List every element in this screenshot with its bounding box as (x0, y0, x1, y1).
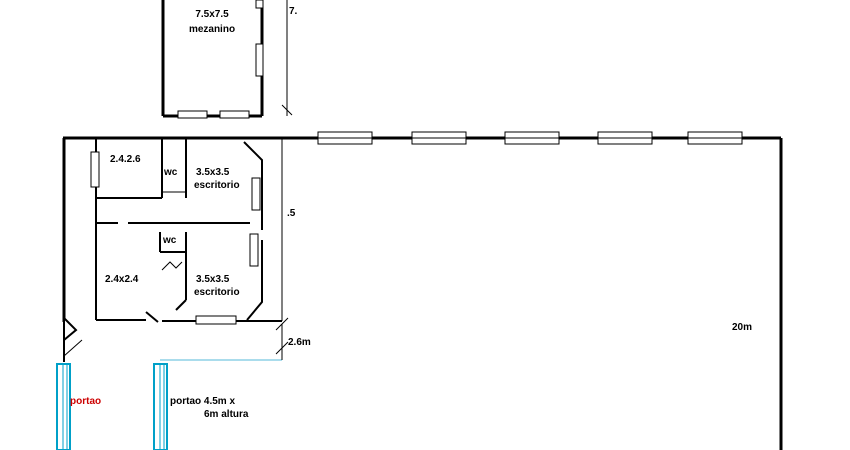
left-gate-label: portao (70, 396, 101, 407)
mezzanine: 7.5x7.5 mezanino 7. (161, 0, 298, 119)
office-bottom-size-label: 3.5x3.5 (196, 274, 230, 285)
dimension-2-6m: 2.6m (160, 317, 311, 361)
office-window-mid (249, 233, 259, 267)
mezzanine-window-bottom-left (177, 110, 208, 119)
gap-dimension-label: 2.6m (288, 337, 311, 348)
right-span-label: 20m (732, 322, 752, 333)
office-bottom-name-label: escritorio (194, 287, 240, 298)
mezzanine-window-right (255, 43, 264, 77)
main-gate-label-line1: portao 4.5m x (170, 396, 235, 407)
warehouse-walls (62, 131, 783, 450)
mezzanine-name-label: mezanino (189, 24, 235, 35)
office-block: 2.4.2.6 wc 3.5x3.5 escritorio .5 wc 2.4x… (63, 138, 296, 362)
small-room-window (90, 151, 100, 188)
main-gate-label-line2: 6m altura (204, 409, 249, 420)
small-room-top-label: 2.4.2.6 (110, 154, 141, 165)
office-window-bottom (195, 315, 237, 325)
side-dimension-label: .5 (287, 208, 296, 219)
office-top-name-label: escritorio (194, 180, 240, 191)
mezzanine-size-label: 7.5x7.5 (195, 9, 229, 20)
gates: portao portao 4.5m x 6m altura (56, 363, 249, 450)
wc-bottom-label: wc (162, 235, 177, 246)
mezzanine-window-bottom-right (219, 110, 250, 119)
mezzanine-window-right-top (255, 0, 264, 9)
small-room-bottom-label: 2.4x2.4 (105, 274, 139, 285)
wc-top-label: wc (163, 167, 178, 178)
office-top-size-label: 3.5x3.5 (196, 167, 230, 178)
mezzanine-dimension-label: 7. (289, 6, 298, 17)
office-window-top (251, 177, 261, 211)
